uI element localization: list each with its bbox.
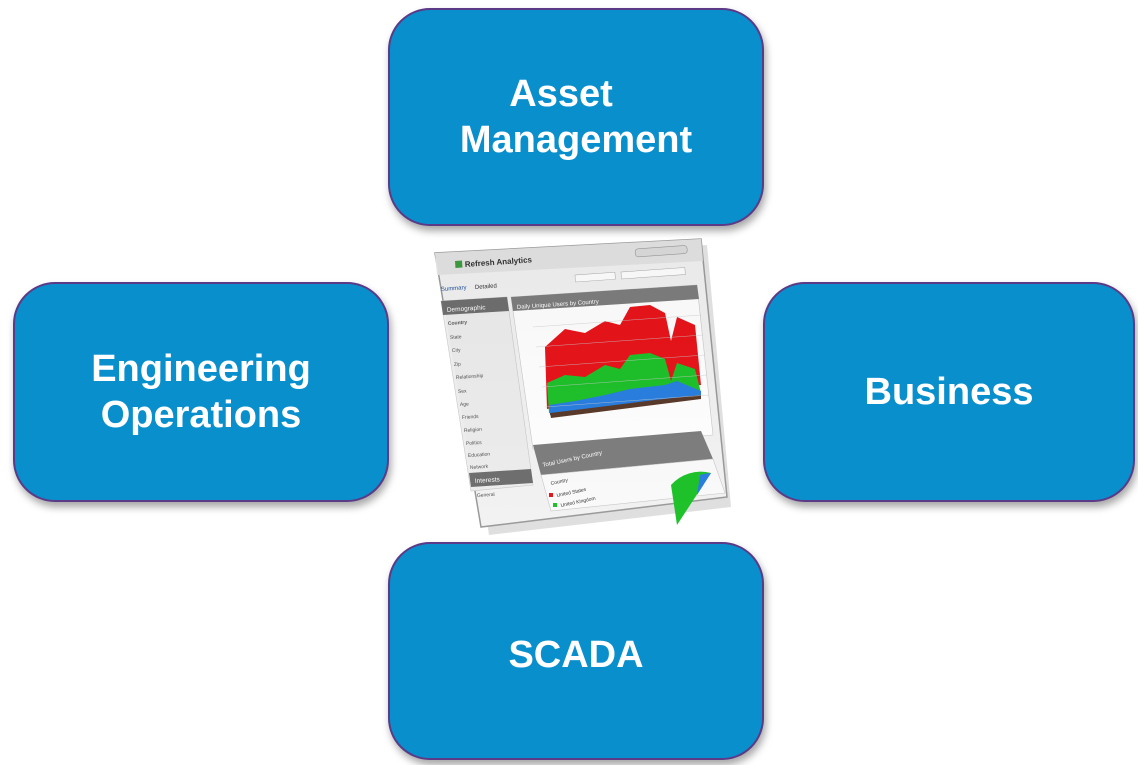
scada-label: SCADA bbox=[508, 634, 644, 676]
engineering-operations-line-2: Operations bbox=[100, 394, 302, 436]
business-label: Business bbox=[864, 371, 1034, 413]
screen-gloss bbox=[435, 239, 727, 527]
engineering-operations-box: Engineering Operations bbox=[13, 282, 389, 502]
scada-box: SCADA bbox=[388, 542, 764, 760]
asset-management-line-1: Asset bbox=[509, 73, 613, 115]
engineering-operations-line-1: Engineering bbox=[91, 348, 311, 390]
dashboard-picture: Refresh Analytics Summary Detailed Demog… bbox=[434, 238, 731, 535]
analytics-dashboard-screenshot: Refresh Analytics Summary Detailed Demog… bbox=[415, 235, 735, 535]
asset-management-box: Asset Management bbox=[388, 8, 764, 226]
asset-management-line-2: Management bbox=[459, 119, 693, 161]
business-box: Business bbox=[763, 282, 1135, 502]
